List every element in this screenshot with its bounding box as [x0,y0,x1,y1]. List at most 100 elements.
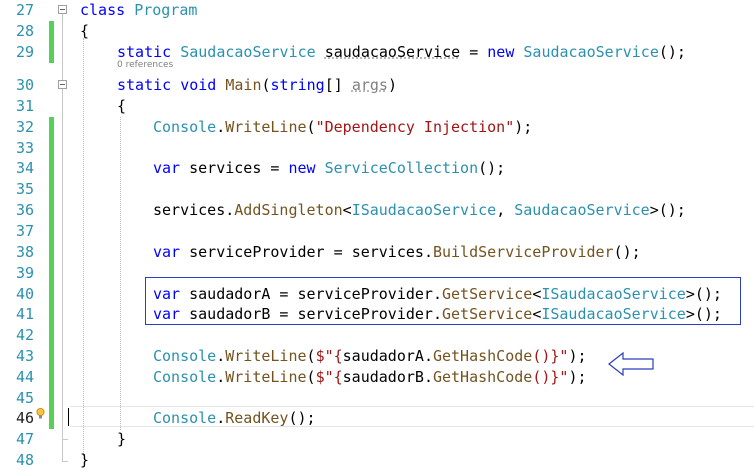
punctuation: ) [387,76,397,94]
type-name: Console [153,368,217,386]
line-number: 33 [15,139,34,157]
line-number-current: 46 [15,409,34,427]
punctuation: . [432,285,442,303]
keyword: static [117,43,172,61]
codelens-references[interactable]: 0 references [117,60,174,70]
variable: serviceProvider [297,285,433,303]
keyword: var [153,305,181,323]
line-number: 28 [15,22,34,40]
punctuation: >(); [685,305,722,323]
code-line: Console.WriteLine($"{saudadorA.GetHashCo… [153,346,587,366]
variable: saudadorA [189,285,271,303]
operator: = [270,305,298,323]
code-line: var serviceProvider = services.BuildServ… [153,242,641,262]
punctuation: . [216,368,226,386]
outline-end [62,461,68,462]
punctuation: . [423,243,433,261]
punctuation: [] [324,76,352,94]
punctuation: < [532,285,542,303]
type-name: ServiceCollection [324,159,479,177]
line-number: 39 [15,264,34,282]
method-name: GetHashCode [432,368,533,386]
punctuation: . [216,347,226,365]
code-line: services.AddSingleton<ISaudacaoService, … [153,200,686,220]
code-line: static SaudacaoService saudacaoService =… [117,42,686,62]
variable: services [351,243,424,261]
punctuation: . [216,409,226,427]
operator: = [324,243,352,261]
brace: } [117,430,127,448]
punctuation: < [532,305,542,323]
line-number: 29 [15,43,34,61]
keyword: var [153,159,181,177]
code-line: static void Main(string[] args) [117,75,397,95]
punctuation: >(); [685,285,722,303]
variable: services [189,159,262,177]
variable: saudadorB [189,305,271,323]
method-name: AddSingleton [234,201,343,219]
punctuation: . [432,305,442,323]
line-number: 32 [15,118,34,136]
variable: saudadorA [342,347,424,365]
type-name: ISaudacaoService [351,201,497,219]
line-number: 34 [15,159,34,177]
line-number: 27 [15,1,34,19]
keyword: new [288,159,316,177]
highlight-box [145,277,741,325]
outline-line [62,14,63,80]
code-line: Console.WriteLine("Dependency Injection"… [153,117,532,137]
punctuation: ); [568,368,587,386]
indent-guide [120,117,121,430]
type-name: SaudacaoService [523,43,659,61]
type-name: Console [153,409,217,427]
code-line: var saudadorB = serviceProvider.GetServi… [153,304,722,324]
type-name: SaudacaoService [180,43,316,61]
line-number: 37 [15,222,34,240]
punctuation: < [342,201,352,219]
line-number: 44 [15,368,34,386]
line-number: 41 [15,305,34,323]
keyword: string [270,76,325,94]
variable: saudadorB [342,368,424,386]
punctuation: (); [288,409,316,427]
line-number: 42 [15,326,34,344]
punctuation: ( [306,347,316,365]
string-literal: ()}" [532,347,569,365]
outline-line [62,439,63,461]
line-number: 48 [15,451,34,469]
punctuation: ); [568,347,587,365]
indent-guide [83,38,84,456]
keyword: void [180,76,217,94]
code-line: Console.ReadKey(); [153,408,316,428]
fold-toggle-icon[interactable] [58,80,67,89]
change-bar [49,117,54,429]
code-line: Console.WriteLine($"{saudadorB.GetHashCo… [153,367,587,387]
operator: = [460,43,488,61]
line-number: 47 [15,430,34,448]
code-line: var services = new ServiceCollection(); [153,158,505,178]
punctuation: , [496,201,515,219]
string-literal: $"{ [315,368,343,386]
punctuation: (); [478,159,506,177]
lightbulb-icon[interactable] [36,408,45,420]
current-line-highlight [70,406,754,427]
line-number: 36 [15,201,34,219]
line-number: 45 [15,389,34,407]
keyword: static [117,76,172,94]
fold-toggle-icon[interactable] [58,5,67,14]
method-name: GetService [442,285,533,303]
outline-end [62,439,68,440]
keyword: new [487,43,515,61]
keyword: var [153,285,181,303]
brace: } [80,451,90,469]
punctuation: ( [306,118,316,136]
punctuation: >(); [649,201,686,219]
keyword: var [153,243,181,261]
method-name: GetHashCode [432,347,533,365]
type-name: Console [153,118,217,136]
code-line: } [80,450,89,470]
type-name: Console [153,347,217,365]
line-number: 30 [15,76,34,94]
punctuation: . [216,118,226,136]
